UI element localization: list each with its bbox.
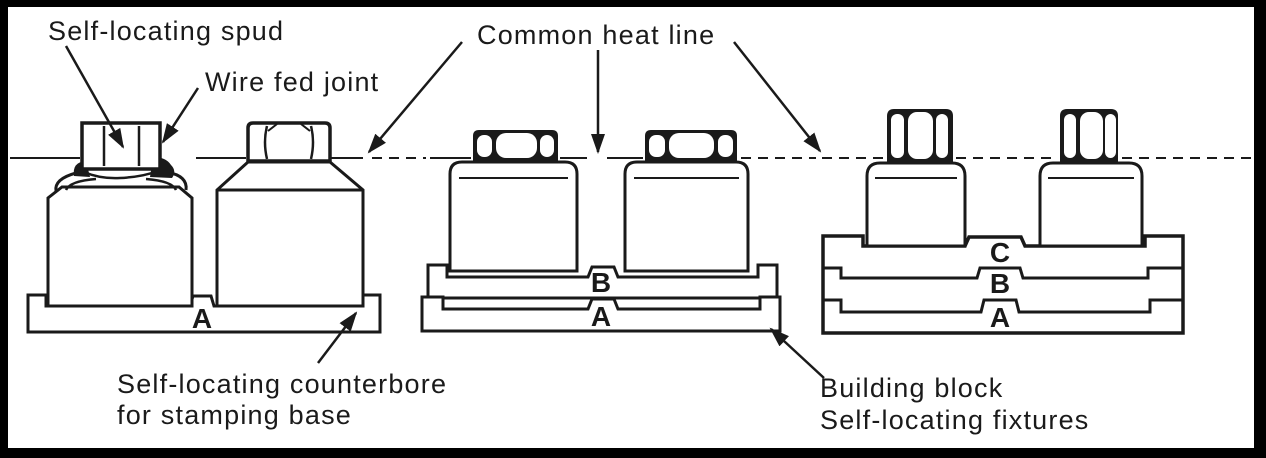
- label-building-block-line1: Building block: [820, 373, 1003, 403]
- hex-nut-left: [246, 121, 332, 163]
- hex-nut-right-2: [1060, 109, 1118, 162]
- hex-nut-middle-2: [645, 130, 737, 161]
- hex-nut-right-1: [887, 109, 953, 162]
- middle-fixture-group: B A: [420, 130, 782, 333]
- stud-body-right-2: [1038, 161, 1144, 248]
- base-plate-a-left: [26, 293, 382, 334]
- stack-interface-cb: [823, 266, 1183, 280]
- plate-letter-right-b: B: [990, 268, 1010, 299]
- stud-body-middle-2: [623, 160, 750, 273]
- label-common-heat-line: Common heat line: [477, 20, 715, 50]
- leader-counterbore: [317, 311, 358, 364]
- stack-interface-ba: [823, 298, 1183, 314]
- label-self-locating-spud: Self-locating spud: [48, 16, 284, 46]
- stud-body-left-2: [215, 160, 365, 308]
- label-wire-fed-joint: Wire fed joint: [205, 67, 379, 97]
- base-stack-right: [821, 234, 1185, 335]
- stud-body-left-1: [46, 185, 194, 308]
- leader-heat-left: [367, 41, 463, 154]
- label-building-block-line2: Self-locating fixtures: [820, 405, 1090, 435]
- leader-spud: [64, 45, 125, 149]
- plate-letter-right-a: A: [990, 302, 1010, 333]
- leader-wire-joint: [161, 87, 200, 144]
- base-plate-a-middle: [420, 295, 782, 333]
- leader-building-block: [769, 327, 825, 379]
- leader-arrows: [64, 41, 825, 379]
- plate-letter-left-a: A: [192, 303, 212, 334]
- hex-nut-middle-1: [473, 130, 558, 161]
- stud-body-right-1: [865, 161, 967, 248]
- spud-shape: [80, 121, 162, 171]
- label-counterbore-line2: for stamping base: [117, 400, 352, 430]
- plate-letter-right-c: C: [990, 237, 1010, 268]
- stud-body-middle-1: [448, 160, 579, 273]
- label-counterbore-line1: Self-locating counterbore: [117, 369, 447, 399]
- plate-letter-middle-b: B: [591, 267, 611, 298]
- leader-heat-right: [733, 41, 822, 153]
- left-fixture-group: A: [26, 121, 382, 334]
- plate-letter-middle-a: A: [591, 301, 611, 332]
- base-plate-b-middle: [426, 263, 779, 300]
- right-fixture-group: C B A: [821, 109, 1185, 335]
